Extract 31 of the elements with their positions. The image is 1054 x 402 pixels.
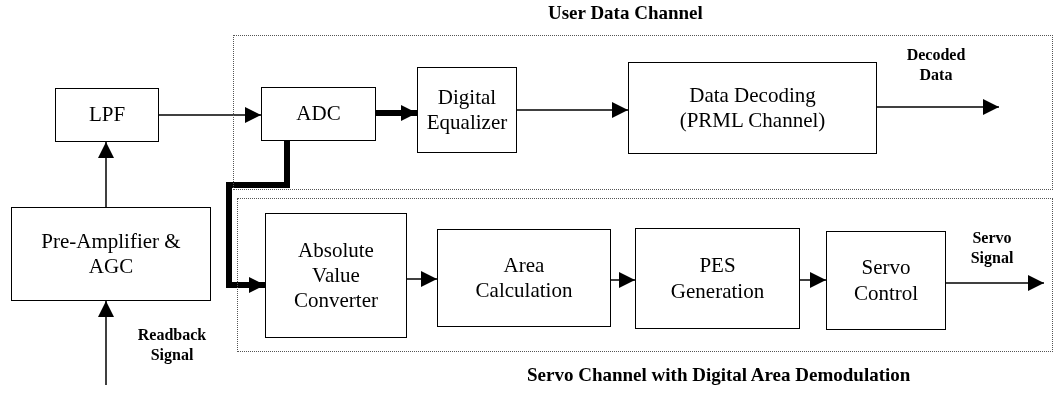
arrow [799, 272, 827, 288]
process-box [437, 229, 611, 327]
arrow [158, 107, 262, 123]
box-label: LPF [88, 102, 126, 128]
box-label: Servo Control [852, 255, 920, 306]
process-box [265, 213, 407, 338]
process-box [635, 228, 800, 329]
process-box [628, 62, 877, 154]
box-label: Absolute Value Converter [293, 237, 379, 314]
box-label: Area Calculation [474, 252, 574, 304]
box-label: Data Decoding (PRML Channel) [678, 82, 827, 134]
arrow [876, 99, 1000, 115]
group-heading: Servo Channel with Digital Area Demodulation [527, 364, 911, 386]
arrow [610, 272, 636, 288]
box-label: Digital Equalizer [425, 84, 509, 136]
arrow [945, 275, 1045, 291]
arrow [376, 105, 417, 121]
process-box [826, 231, 946, 330]
box-label: Pre-Amplifier & AGC [40, 228, 182, 280]
group-heading: User Data Channel [548, 2, 703, 24]
arrow [226, 141, 290, 293]
process-box [55, 88, 159, 142]
process-box [417, 67, 517, 153]
box-label: PES Generation [669, 253, 766, 304]
arrow [98, 141, 114, 208]
process-box [11, 207, 211, 301]
box-label: ADC [296, 101, 341, 127]
arrow [98, 300, 114, 386]
arrow [516, 102, 629, 118]
process-box [261, 87, 376, 141]
arrow [406, 271, 438, 287]
